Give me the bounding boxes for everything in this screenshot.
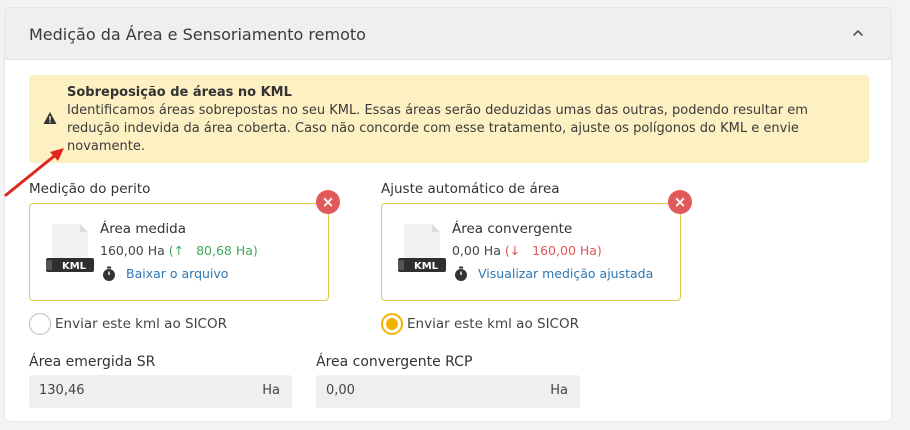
kml-file-icon: KML <box>398 224 446 272</box>
alert-body: Identificamos áreas sobrepostas no seu K… <box>67 103 808 154</box>
ajuste-card-title: Área convergente <box>452 221 573 237</box>
view-adjusted-measurement-link[interactable]: Visualizar medição ajustada <box>478 266 654 281</box>
area-convergente-field[interactable]: 0,00 Ha <box>316 375 580 408</box>
remove-ajuste-button[interactable]: × <box>668 190 692 214</box>
perito-card: KML Área medida 160,00 Ha (↑ 80,68 Ha) B… <box>29 203 329 301</box>
kml-badge-text: KML <box>414 261 439 272</box>
red-arrow-annotation <box>4 148 64 197</box>
overlap-warning-alert: Sobreposição de áreas no KML Identificam… <box>29 75 869 163</box>
warning-icon <box>43 112 57 124</box>
arrow-down-icon: ↓ <box>509 243 521 258</box>
arrow-up-icon: ↑ <box>173 243 185 258</box>
chevron-up-icon[interactable] <box>851 26 865 40</box>
measurement-panel: Medição da Área e Sensoriamento remoto S… <box>4 7 892 422</box>
download-file-link[interactable]: Baixar o arquivo <box>126 266 229 281</box>
perito-card-title: Área medida <box>100 221 186 237</box>
kml-file-icon: KML <box>46 224 94 272</box>
stopwatch-icon <box>103 266 115 281</box>
ajuste-area: 0,00 Ha <box>452 243 501 258</box>
send-kml-ajuste-radio[interactable]: Enviar este kml ao SICOR <box>381 313 579 335</box>
ajuste-area-value: 0,00 Ha (↓ 160,00 Ha) <box>452 243 602 258</box>
area-emergida-value: 130,46 <box>39 383 85 398</box>
radio-selected-icon[interactable] <box>381 313 403 335</box>
alert-title: Sobreposição de áreas no KML <box>67 85 292 100</box>
area-emergida-unit: Ha <box>262 383 280 398</box>
panel-title: Medição da Área e Sensoriamento remoto <box>29 25 366 44</box>
panel-header[interactable]: Medição da Área e Sensoriamento remoto <box>5 8 891 60</box>
area-convergente-label: Área convergente RCP <box>316 354 473 370</box>
area-convergente-unit: Ha <box>550 383 568 398</box>
ajuste-delta: 160,00 Ha) <box>532 243 602 258</box>
radio-label: Enviar este kml ao SICOR <box>55 316 227 332</box>
radio-label: Enviar este kml ao SICOR <box>407 316 579 332</box>
ajuste-label: Ajuste automático de área <box>381 181 560 197</box>
radio-unselected-icon[interactable] <box>29 313 51 335</box>
stopwatch-icon <box>455 266 467 281</box>
perito-delta-prefix: ( <box>168 243 174 258</box>
area-emergida-field[interactable]: 130,46 Ha <box>29 375 292 408</box>
perito-area-value: 160,00 Ha (↑ 80,68 Ha) <box>100 243 258 258</box>
perito-delta: 80,68 Ha) <box>196 243 258 258</box>
area-convergente-value: 0,00 <box>326 383 355 398</box>
area-emergida-label: Área emergida SR <box>29 354 156 370</box>
ajuste-card: KML Área convergente 0,00 Ha (↓ 160,00 H… <box>381 203 681 301</box>
send-kml-perito-radio[interactable]: Enviar este kml ao SICOR <box>29 313 227 335</box>
perito-area: 160,00 Ha <box>100 243 165 258</box>
remove-perito-button[interactable]: × <box>316 190 340 214</box>
perito-label: Medição do perito <box>29 181 151 197</box>
kml-badge-text: KML <box>62 261 87 272</box>
ajuste-delta-prefix: ( <box>504 243 510 258</box>
